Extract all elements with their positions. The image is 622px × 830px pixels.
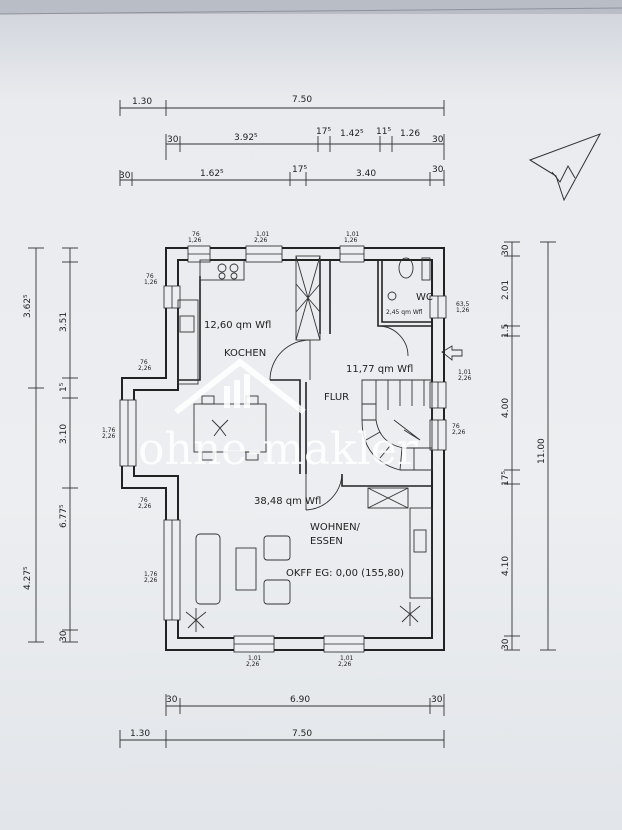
- north-arrow-icon: [528, 133, 602, 202]
- dim-bottom-a: 30: [166, 695, 178, 705]
- opening-label: 1,01: [346, 231, 360, 238]
- doors: [269, 325, 409, 511]
- dim-right-a: 30: [501, 244, 511, 256]
- dim-top-7-50: 7.50: [292, 95, 312, 105]
- dim-top2-b: 3.92⁵: [234, 133, 258, 143]
- dim-top2-e: 11⁵: [376, 127, 391, 137]
- dim-right-overall: 11.00: [537, 438, 547, 464]
- opening-labels: 76 1,26 1,01 2,26 1,01 1,26 76 1,26 76 2…: [102, 231, 472, 668]
- opening-label: 2,26: [254, 237, 268, 244]
- dim-right-c: 1.5: [501, 324, 511, 338]
- dim-bottom-b: 6.90: [290, 695, 310, 705]
- opening-label: 76: [452, 423, 460, 430]
- watermark-bar: [244, 374, 250, 408]
- kitchen-area-label: 12,60 qm Wfl: [204, 320, 271, 331]
- bottom-dimension-lines: [119, 694, 445, 748]
- living-name-label-2: ESSEN: [310, 536, 343, 547]
- dim-top2-a: 30: [167, 135, 179, 145]
- dim-top3-c: 17⁵: [292, 165, 307, 175]
- dim-left-g: 30: [59, 630, 69, 642]
- opening-label: 1,26: [144, 279, 158, 286]
- chimney: [367, 487, 409, 509]
- flur-name-label: FLUR: [324, 392, 349, 403]
- windows: [119, 245, 447, 653]
- opening-label: 2,26: [452, 429, 466, 436]
- dim-top3-e: 30: [432, 165, 444, 175]
- floor-level-label: OKFF EG: 0,00 (155,80): [286, 568, 404, 579]
- dim-bottom-c: 30: [431, 695, 443, 705]
- top-dimension-lines: [119, 100, 445, 186]
- living-area-label: 38,48 qm Wfl: [254, 496, 321, 507]
- dim-left-c: 1⁵: [59, 382, 69, 392]
- watermark-bar: [224, 386, 230, 408]
- watermark-text: ohne-makler: [138, 424, 419, 475]
- dim-top2-f: 1.26: [400, 129, 420, 139]
- opening-label: 2,26: [246, 661, 260, 668]
- kitchen-name-label: KOCHEN: [224, 348, 266, 359]
- opening-label: 1,26: [344, 237, 358, 244]
- opening-label: 1,01: [256, 231, 270, 238]
- opening-label: 76: [140, 359, 148, 366]
- opening-label: 63,5: [456, 301, 470, 308]
- opening-label: 1,26: [456, 307, 470, 314]
- dim-top3-a: 30: [119, 171, 131, 181]
- paper-top-edge: [0, 0, 622, 14]
- dim-top2-g: 30: [432, 135, 444, 145]
- watermark: ohne-makler: [138, 358, 419, 475]
- opening-label: 2,26: [138, 503, 152, 510]
- paper-fold-line: [0, 7, 622, 15]
- dim-bottom-d: 1.30: [130, 729, 150, 739]
- dim-top2-c: 17⁵: [316, 127, 331, 137]
- watermark-house-icon: [174, 358, 306, 415]
- dim-right-g: 30: [501, 638, 511, 650]
- dim-left-d: 3.10: [59, 424, 69, 444]
- opening-label: 2,26: [138, 365, 152, 372]
- opening-label: 76: [192, 231, 200, 238]
- flur-area-label: 11,77 qm Wfl: [346, 364, 413, 375]
- opening-label: 2,26: [338, 661, 352, 668]
- opening-label: 1,01: [340, 655, 354, 662]
- opening-label: 2,26: [144, 577, 158, 584]
- right-dimension-lines: [504, 241, 556, 651]
- living-name-label-1: WOHNEN/: [310, 522, 361, 533]
- opening-label: 1,26: [188, 237, 202, 244]
- dim-right-e: 17⁵: [501, 471, 511, 486]
- staircase: [361, 379, 433, 471]
- dim-left-e: 6.77⁵: [59, 504, 69, 528]
- dim-left-f: 4.27⁵: [23, 566, 33, 590]
- dim-top3-d: 3.40: [356, 169, 376, 179]
- dim-right-f: 4.10: [501, 556, 511, 576]
- plant-icons: [185, 419, 421, 632]
- dim-right-d: 4.00: [501, 398, 511, 418]
- dim-right-b: 2.01: [501, 280, 511, 300]
- opening-label: 2,26: [458, 375, 472, 382]
- dim-top3-b: 1.62⁵: [200, 169, 224, 179]
- wc-fixtures: [387, 257, 431, 301]
- opening-label: 76: [140, 497, 148, 504]
- wc-name-label: WC: [416, 292, 433, 303]
- left-dimension-lines: [28, 247, 78, 643]
- dim-top-1-30: 1.30: [132, 97, 152, 107]
- opening-label: 2,26: [102, 433, 116, 440]
- dim-left-a: 3.62⁵: [23, 294, 33, 318]
- dim-left-b: 3.51: [59, 312, 69, 332]
- living-furniture: [195, 507, 433, 605]
- dim-bottom-overall: 7.50: [292, 729, 312, 739]
- dim-top2-d: 1.42⁵: [340, 129, 364, 139]
- opening-label: 1,76: [144, 571, 158, 578]
- opening-label: 1,76: [102, 427, 116, 434]
- wc-area-label: 2,45 qm Wfl: [386, 309, 423, 316]
- opening-label: 1,01: [248, 655, 262, 662]
- opening-label: 1,01: [458, 369, 472, 376]
- opening-label: 76: [146, 273, 154, 280]
- entrance-arrow-icon: [441, 345, 463, 361]
- watermark-bar: [234, 380, 240, 408]
